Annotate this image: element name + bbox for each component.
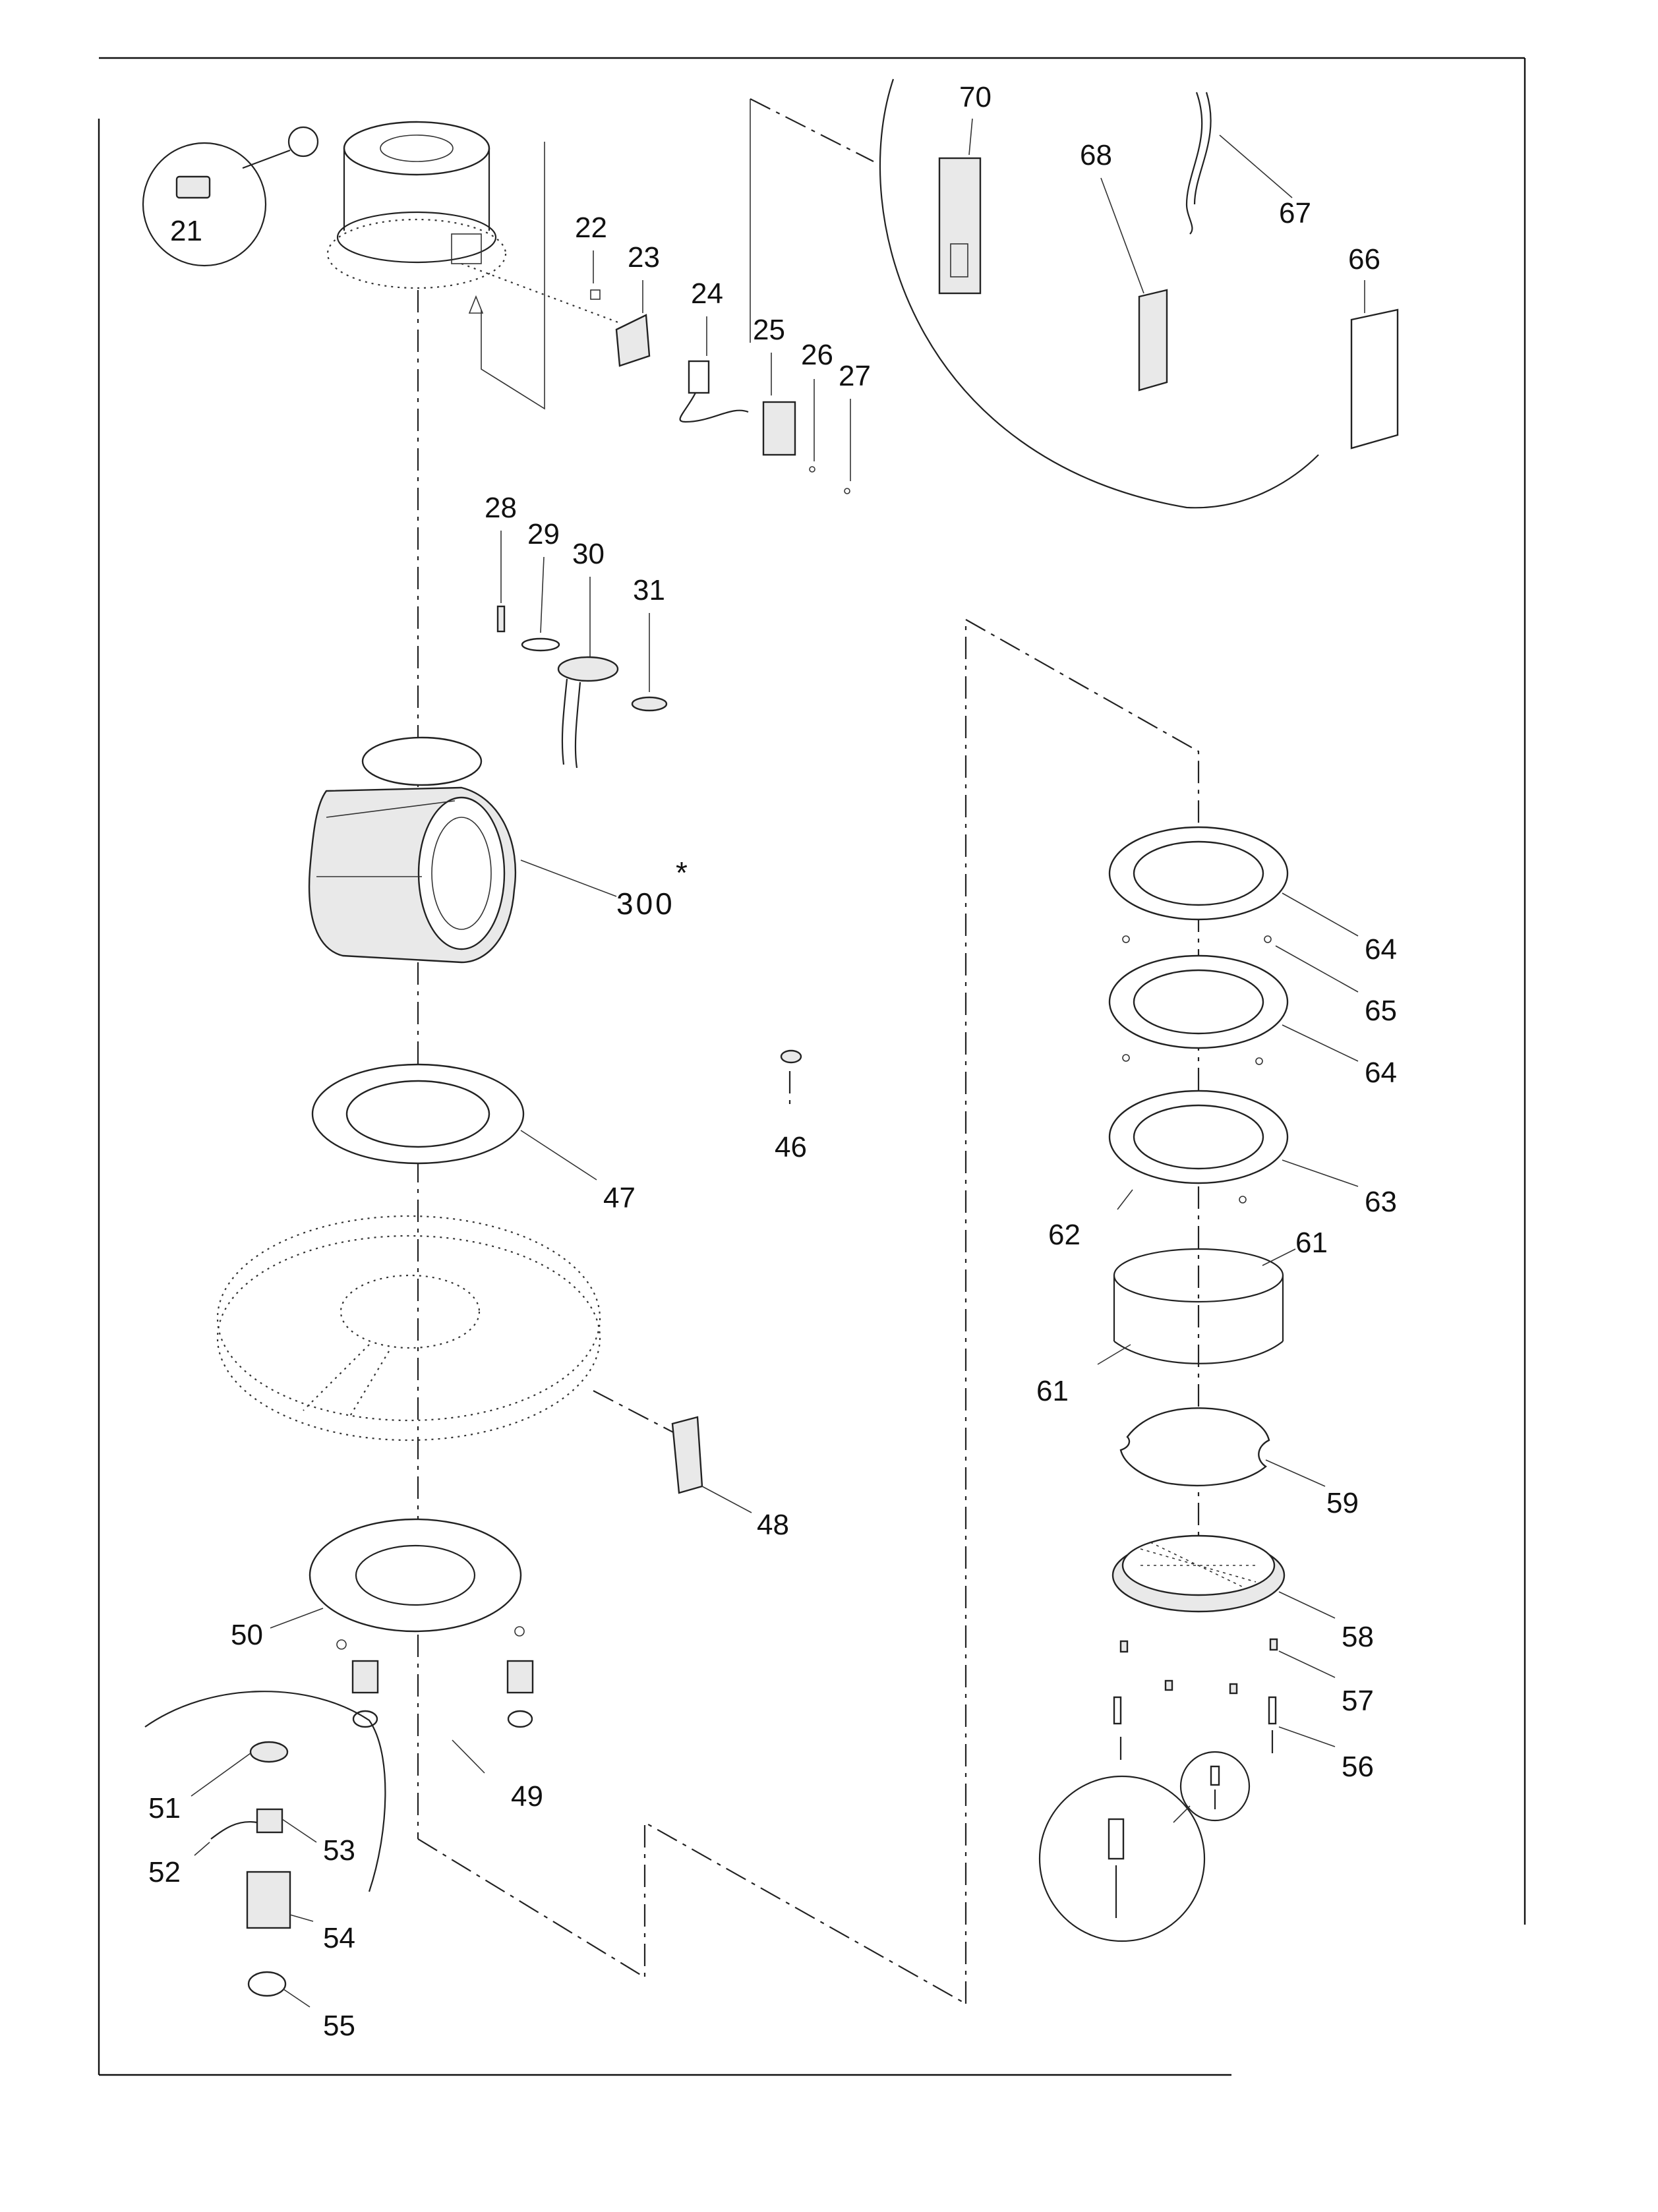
top-housing-part [326,121,507,314]
capacitor-parts-28-31: 28 29 30 31 [485,492,668,769]
asterisk-note: * [676,856,690,890]
callout-70: 70 [959,81,992,113]
callout-55: 55 [323,2010,355,2042]
callout-64a: 64 [1365,933,1397,966]
callout-27: 27 [839,360,871,392]
callout-49: 49 [511,1780,543,1813]
callout-23: 23 [628,241,660,274]
callout-24: 24 [691,277,723,310]
callout-59: 59 [1326,1487,1359,1519]
blower-motor-300: 300 * [308,736,690,964]
lamp-assemblies: 49 [336,1626,543,1813]
callout-61a: 61 [1295,1227,1328,1259]
ring-47: 47 [311,1063,636,1214]
callout-56: 56 [1342,1751,1374,1783]
callout-300: 300 [616,887,675,921]
callout-21: 21 [170,215,202,247]
callout-29: 29 [527,518,560,550]
callout-47: 47 [603,1182,636,1214]
callout-52: 52 [148,1856,181,1888]
callout-63: 63 [1365,1186,1397,1218]
band-61: 61 61 [1036,1227,1328,1407]
assembly-axis-lines [417,98,1200,2004]
callout-51: 51 [148,1792,181,1824]
callout-25: 25 [753,314,785,346]
filter-58: 58 [1111,1534,1374,1653]
callout-58: 58 [1342,1621,1374,1653]
callout-22: 22 [575,212,607,244]
filter-stack-rings: 64 65 64 63 62 [1048,826,1397,1251]
detail-circle-66-70: 70 68 67 66 [879,78,1399,509]
control-parts-22-27: 22 23 24 25 26 27 [461,212,871,494]
fastener-detail-circles [1038,1751,1251,1942]
callout-53: 53 [323,1834,355,1867]
hood-canopy [216,1215,601,1441]
callout-57: 57 [1342,1685,1374,1717]
lamp-detail-51-55: 51 53 52 54 55 [144,1691,386,2042]
callout-68: 68 [1080,139,1112,171]
callout-66: 66 [1348,243,1380,276]
callout-65: 65 [1365,995,1397,1027]
part-21-detail: 21 [142,126,319,267]
fasteners-56-57: 57 56 [1113,1638,1374,1783]
callout-61b: 61 [1036,1375,1069,1407]
callout-62: 62 [1048,1219,1081,1251]
callout-50: 50 [231,1619,263,1651]
callout-67: 67 [1279,197,1311,229]
callout-28: 28 [485,492,517,524]
callout-54: 54 [323,1922,355,1954]
callout-64b: 64 [1365,1057,1397,1089]
plate-50: 50 [231,1518,522,1651]
callout-30: 30 [572,538,605,570]
part-48: 48 [671,1416,789,1541]
callout-26: 26 [801,339,833,371]
pad-59: 59 [1119,1407,1359,1519]
drawing-frame [98,57,1526,2076]
callout-46: 46 [775,1131,807,1163]
part-46: 46 [775,1049,807,1163]
callout-31: 31 [633,574,665,606]
callout-48: 48 [757,1509,789,1541]
